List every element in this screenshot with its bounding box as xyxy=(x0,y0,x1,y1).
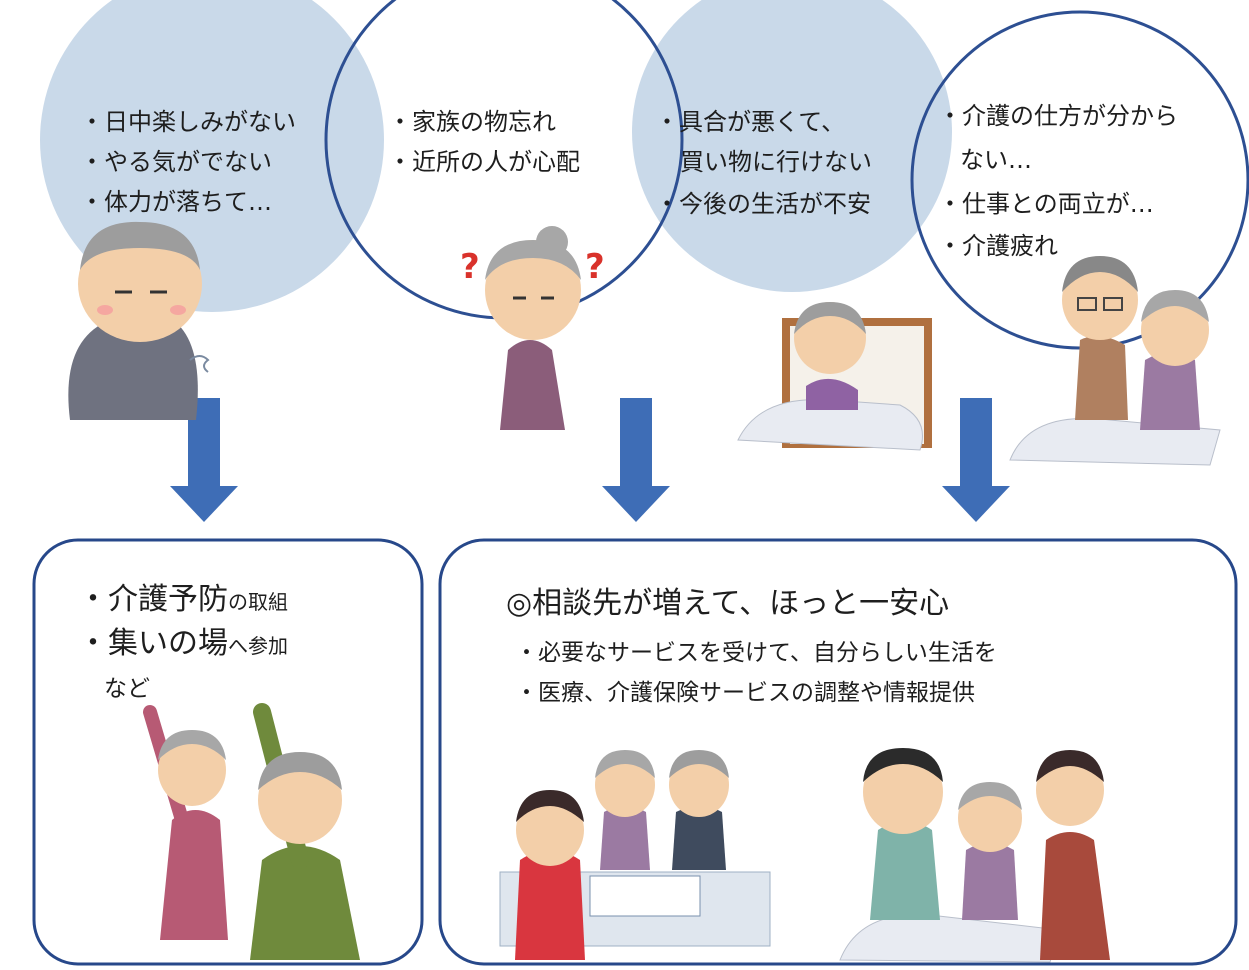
left-box-item-2: ・集いの場へ参加 xyxy=(78,626,288,662)
circle-4-line-4: ・介護疲れ xyxy=(938,232,1058,260)
left-box-item-2-main: ・集いの場 xyxy=(78,626,228,661)
right-box-item-2: ・医療、介護保険サービスの調整や情報提供 xyxy=(515,680,975,706)
sick-in-bed-illustration xyxy=(737,302,932,451)
arrow-3 xyxy=(942,398,1010,522)
elderly-woman-illustration: ? ? xyxy=(460,226,605,430)
left-box-item-1-main: ・介護予防 xyxy=(78,582,228,617)
circle-2-line-2: ・近所の人が心配 xyxy=(388,148,580,176)
circle-3-line-1: ・具合が悪くて、 xyxy=(655,108,846,136)
left-box-item-3: など xyxy=(104,676,150,702)
question-mark-right-icon: ? xyxy=(585,247,605,287)
circle-1-line-2: ・やる気がでない xyxy=(80,148,272,176)
circle-1-line-3: ・体力が落ちて… xyxy=(80,188,272,216)
elderly-man-illustration xyxy=(68,221,210,420)
left-box-item-1-small: の取組 xyxy=(228,590,288,614)
question-mark-left-icon: ? xyxy=(460,247,480,287)
circle-3-line-2: 買い物に行けない xyxy=(680,148,872,176)
left-box-item-1: ・介護予防の取組 xyxy=(78,582,288,618)
circle-1-line-1: ・日中楽しみがない xyxy=(80,108,296,136)
consultation-illustration xyxy=(499,748,1110,963)
right-box-item-1: ・必要なサービスを受けて、自分らしい生活を xyxy=(515,640,997,666)
circle-3 xyxy=(632,0,952,292)
circle-4-line-2: ない… xyxy=(960,146,1032,174)
circle-4-line-3: ・仕事との両立が… xyxy=(938,190,1154,218)
arrow-2 xyxy=(602,398,670,522)
caregiver-illustration xyxy=(1009,256,1221,466)
circle-3-line-3: ・今後の生活が不安 xyxy=(655,190,871,218)
circle-4-line-1: ・介護の仕方が分から xyxy=(938,102,1178,130)
right-box-title: ◎相談先が増えて、ほっと一安心 xyxy=(506,586,950,621)
left-box-item-2-small: へ参加 xyxy=(228,634,288,658)
circle-2-line-1: ・家族の物忘れ xyxy=(388,108,556,136)
exercising-seniors-illustration xyxy=(143,703,360,960)
